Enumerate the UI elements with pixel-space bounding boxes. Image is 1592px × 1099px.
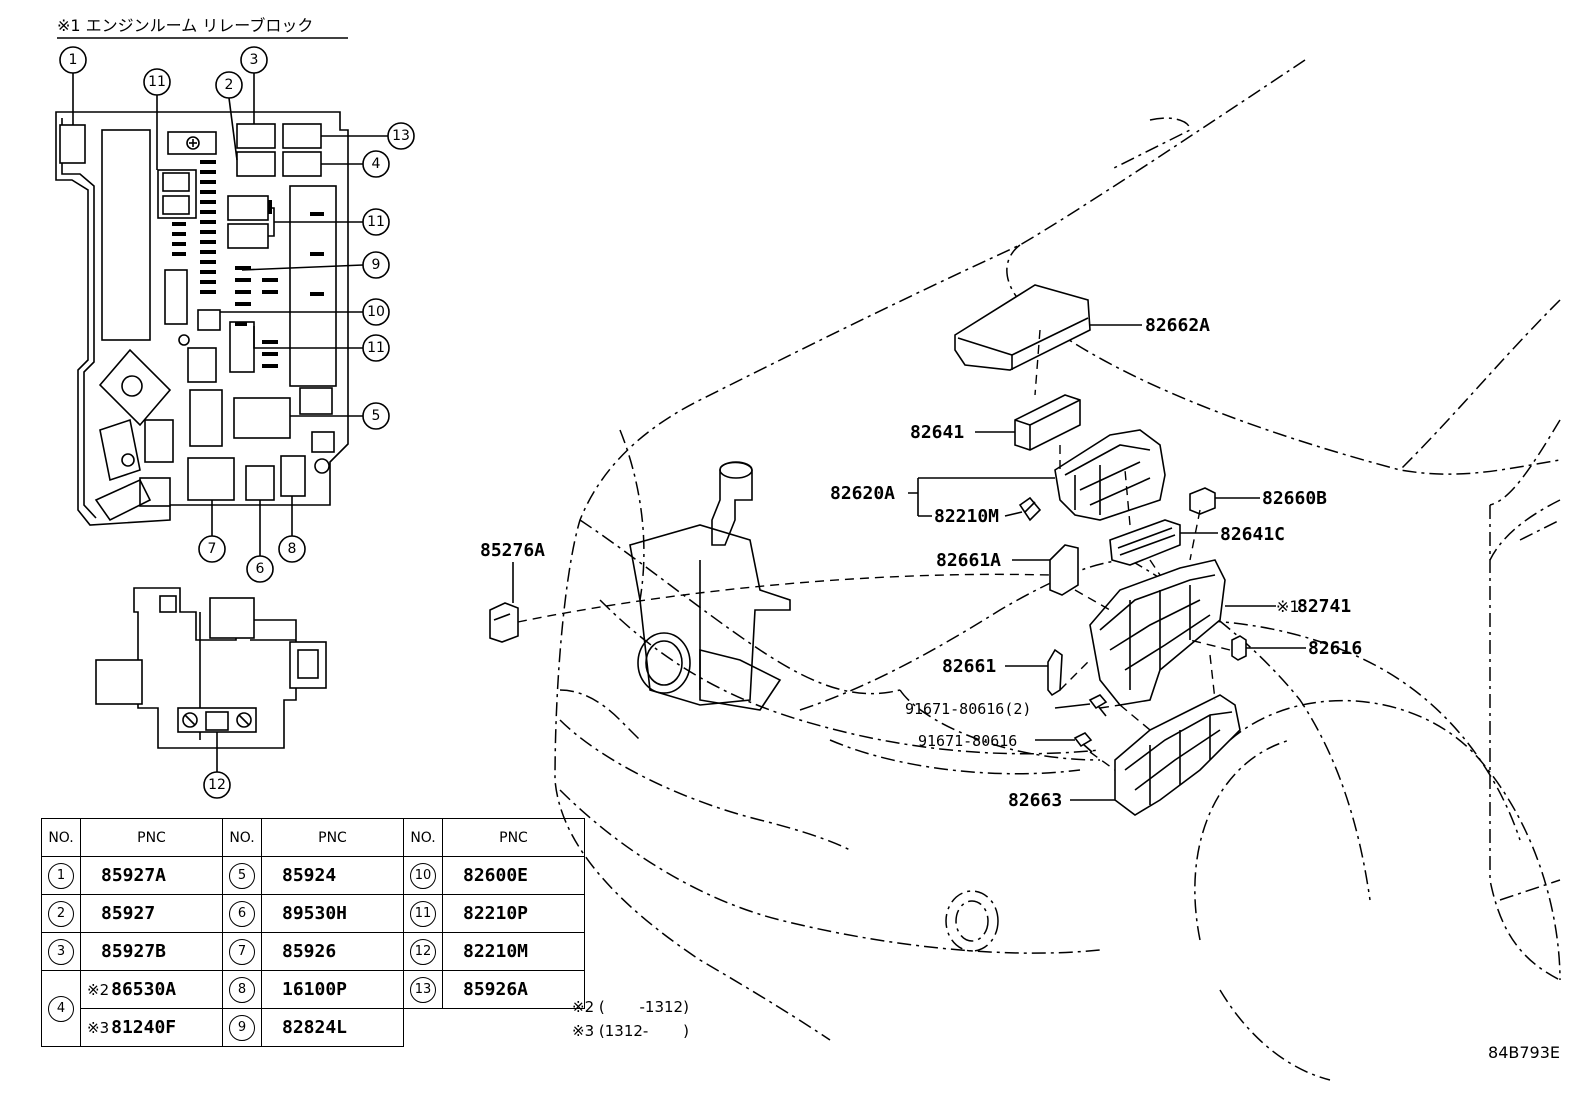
table-pnc: 85924 xyxy=(261,856,404,895)
connector-82660B: 82660B xyxy=(1189,487,1327,515)
pnc-mark: ※3 xyxy=(87,1019,110,1037)
table-pnc: 16100P xyxy=(261,970,404,1009)
relay-box-cover-82662A: 82662A xyxy=(954,284,1210,371)
table-pnc: 85927 xyxy=(80,894,223,933)
table-pnc: 85927B xyxy=(80,932,223,971)
label-82641C: 82641C xyxy=(1220,524,1285,545)
table-pnc: 85926 xyxy=(261,932,404,971)
table-pnc: 89530H xyxy=(261,894,404,933)
callout-12: 12 xyxy=(208,777,226,793)
connector-82641: 82641 xyxy=(910,394,1081,451)
callout-3: 3 xyxy=(250,52,259,68)
relay-block-side-view: 12 xyxy=(95,587,327,799)
label-82616: 82616 xyxy=(1308,638,1362,659)
table-no: 7 xyxy=(229,938,255,965)
table-no: 4 xyxy=(48,995,74,1022)
callout-11-mid: 11 xyxy=(367,214,385,230)
header-pnc-2: PNC xyxy=(261,818,404,857)
label-91671-80616-2: 91671-80616(2) xyxy=(905,700,1031,718)
pnc-table: NO. PNC NO. PNC NO. PNC 1 85927A 5 85924… xyxy=(41,818,585,1047)
table-pnc: 85927A xyxy=(80,856,223,895)
note-2: ※2 ( -1312) xyxy=(572,998,689,1016)
callout-6: 6 xyxy=(256,561,265,577)
bolt-91671-80616-2: 91671-80616(2) xyxy=(905,694,1108,718)
callout-11-top: 11 xyxy=(148,74,166,90)
table-no: 5 xyxy=(229,862,255,889)
table-pnc: 86530A xyxy=(111,979,177,1000)
junction-block-82620A: 82620A 82210M xyxy=(830,429,1166,527)
table-pnc: 82210P xyxy=(442,894,585,933)
connector-82641C: 82641C xyxy=(1109,519,1285,566)
label-82210M: 82210M xyxy=(934,506,999,527)
relay-block-title: ※1 エンジンルーム リレーブロック xyxy=(57,16,313,35)
table-row: 1 85927A 5 85924 10 82600E xyxy=(41,856,585,895)
lower-case-82663: 82663 xyxy=(1008,694,1241,816)
header-pnc-1: PNC xyxy=(80,818,223,857)
relay-block-top-view xyxy=(55,111,349,526)
label-82663: 82663 xyxy=(1008,790,1062,811)
label-82661A: 82661A xyxy=(936,550,1001,571)
label-82662A: 82662A xyxy=(1145,315,1210,336)
table-no: 3 xyxy=(48,938,74,965)
table-pnc: 82824L xyxy=(261,1008,404,1047)
table-pnc: 85926A xyxy=(442,970,585,1009)
relay-block-82741: ※1 82741 xyxy=(1089,559,1351,706)
label-91671-80616: 91671-80616 xyxy=(918,732,1017,750)
label-82620A: 82620A xyxy=(830,483,895,504)
table-pnc: 81240F xyxy=(111,1017,177,1038)
header-no-2: NO. xyxy=(222,818,262,857)
vehicle-body-outline xyxy=(554,59,1561,1081)
bolt-91671-80616: 91671-80616 xyxy=(918,732,1093,753)
callout-13: 13 xyxy=(392,128,410,144)
table-row: 3 85927B 7 85926 12 82210M xyxy=(41,932,585,971)
table-pnc: 82210M xyxy=(442,932,585,971)
label-82741: 82741 xyxy=(1297,596,1351,617)
callout-7: 7 xyxy=(208,541,217,557)
bracket-82661A: 82661A xyxy=(936,544,1079,596)
callout-5: 5 xyxy=(372,408,381,424)
table-no: 10 xyxy=(410,862,436,889)
note-3: ※3 (1312- ) xyxy=(572,1022,689,1040)
table-no: 8 xyxy=(229,976,255,1003)
label-85276A: 85276A xyxy=(480,540,545,561)
connector-85276A: 85276A xyxy=(480,540,545,643)
guide-lines xyxy=(517,329,1231,771)
header-no-3: NO. xyxy=(403,818,443,857)
table-no: 6 xyxy=(229,900,255,927)
callout-4: 4 xyxy=(372,156,381,172)
table-no: 1 xyxy=(48,862,74,889)
label-82741-mark: ※1 xyxy=(1276,597,1300,616)
pnc-mark: ※2 xyxy=(87,981,110,999)
label-82641: 82641 xyxy=(910,422,964,443)
doc-id: 84B793E xyxy=(1488,1043,1560,1062)
label-82661: 82661 xyxy=(942,656,996,677)
headlamp-washer-sketch xyxy=(629,461,791,711)
relay-block-callouts: 1 11 2 3 13 4 11 9 10 11 5 7 6 8 xyxy=(59,46,415,583)
callout-10: 10 xyxy=(367,304,385,320)
callout-11-low: 11 xyxy=(367,340,385,356)
header-no-1: NO. xyxy=(41,818,81,857)
table-no: 13 xyxy=(410,976,436,1003)
table-row: 2 85927 6 89530H 11 82210P xyxy=(41,894,585,933)
label-82660B: 82660B xyxy=(1262,488,1327,509)
callout-2: 2 xyxy=(225,77,234,93)
table-pnc: 82600E xyxy=(442,856,585,895)
table-header-row: NO. PNC NO. PNC NO. PNC xyxy=(41,818,585,857)
callout-1: 1 xyxy=(69,52,78,68)
fuse-82616: 82616 xyxy=(1231,635,1362,661)
table-no: 11 xyxy=(410,900,436,927)
table-no: 9 xyxy=(229,1014,255,1041)
relay-82210M xyxy=(1004,496,1042,522)
callout-8: 8 xyxy=(288,541,297,557)
bracket-82661: 82661 xyxy=(942,648,1063,697)
callout-9: 9 xyxy=(372,257,381,273)
table-no: 2 xyxy=(48,900,74,927)
header-pnc-3: PNC xyxy=(442,818,585,857)
table-no: 12 xyxy=(410,938,436,965)
